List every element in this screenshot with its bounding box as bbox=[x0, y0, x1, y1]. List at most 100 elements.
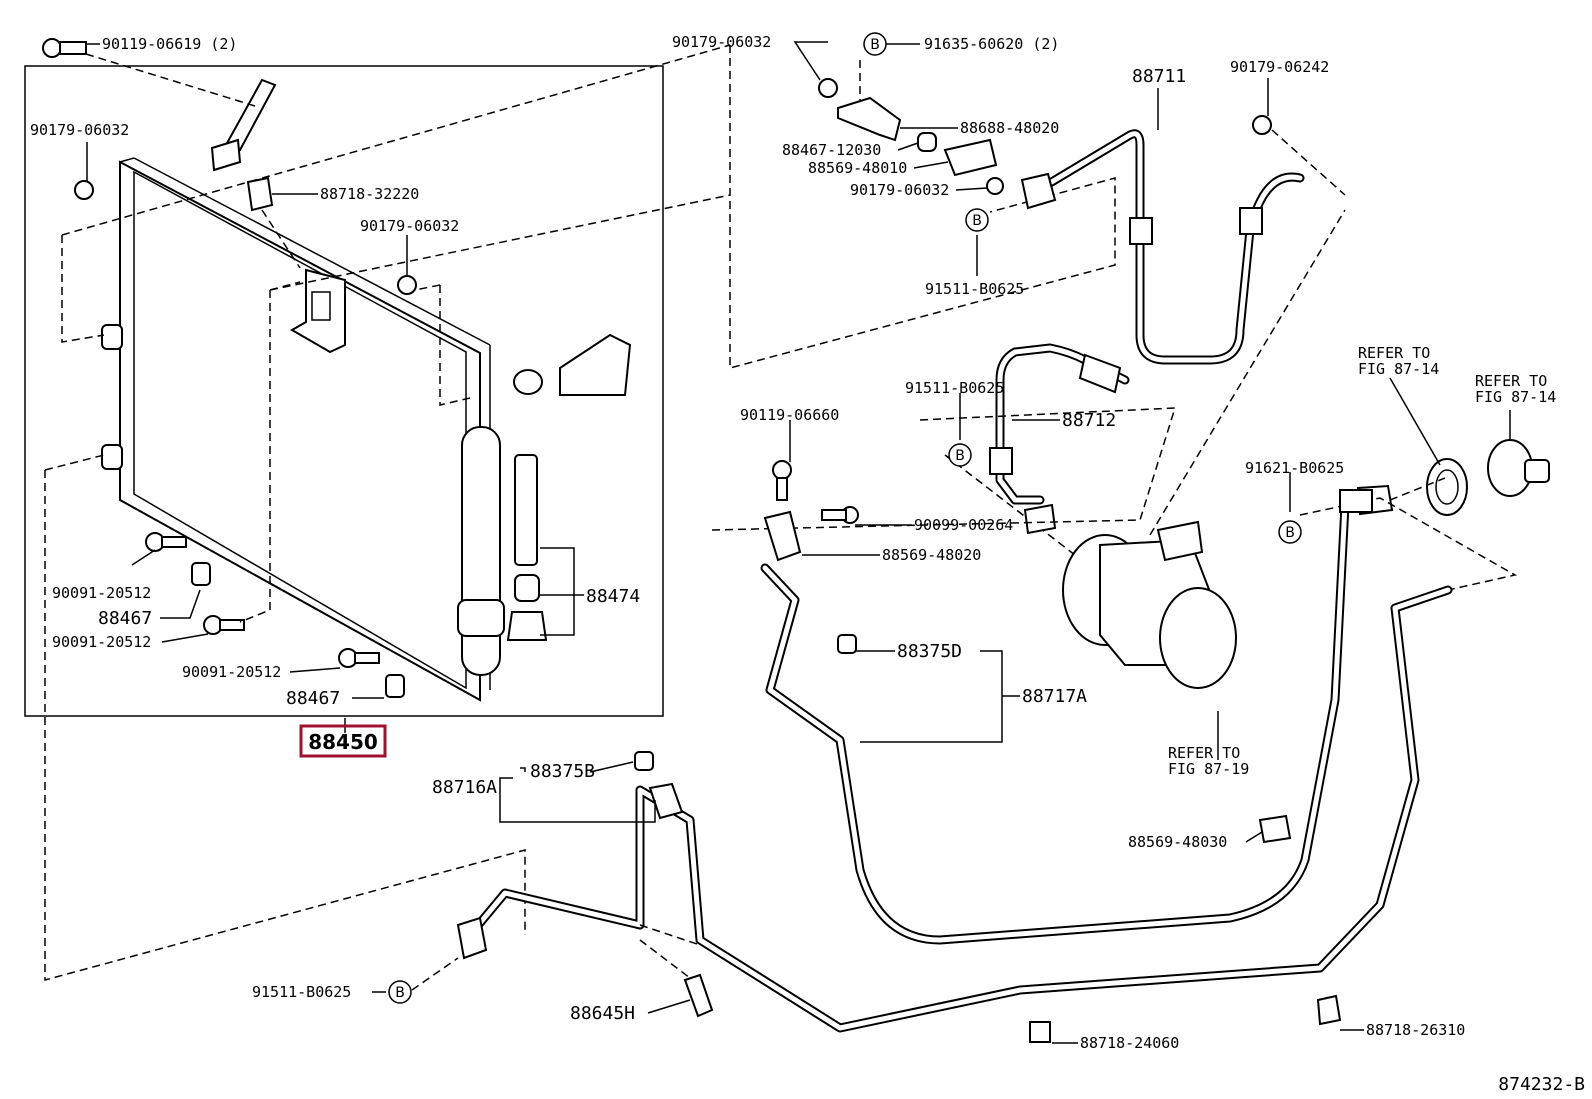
nut-90179-06032-d bbox=[986, 177, 1004, 195]
bolt-90091-20512-a bbox=[145, 532, 187, 552]
label-88569-48020: 88569-48020 bbox=[882, 546, 981, 564]
highlight-box-88450 bbox=[299, 724, 387, 758]
leader-90091-20512-a bbox=[131, 549, 156, 566]
condenser-top-rail bbox=[133, 157, 491, 346]
dash-90179-06242 bbox=[1271, 129, 1346, 196]
bolt-90091-20512-b bbox=[203, 615, 245, 635]
pipe-88717A-inner bbox=[762, 502, 1348, 943]
dash-left-frame-lower bbox=[44, 454, 105, 471]
compressor-group bbox=[1023, 503, 1237, 689]
pulley-87-14-hub bbox=[1524, 459, 1550, 483]
hose-88712-crimp bbox=[989, 447, 1013, 475]
condenser-mount-tab-upper bbox=[101, 324, 123, 350]
grommet-88467-12030 bbox=[917, 132, 937, 152]
hose-88711-end-fitting bbox=[1020, 172, 1057, 210]
leader-lines bbox=[86, 41, 1511, 1044]
cap-88375D bbox=[837, 634, 857, 654]
condenser-core bbox=[119, 160, 481, 702]
clip-88718-26310 bbox=[1316, 994, 1342, 1026]
fitting-91511-B0625-lower bbox=[456, 916, 488, 960]
label-88474: 88474 bbox=[586, 586, 640, 607]
bolt-90119-06619 bbox=[42, 38, 87, 58]
b-callout-3-text: B bbox=[955, 448, 965, 464]
desiccant-cap bbox=[514, 574, 540, 602]
condenser-top-edge bbox=[119, 157, 135, 163]
cap-88375B bbox=[634, 751, 654, 771]
condenser-assembly-frame bbox=[24, 65, 664, 717]
clutch-plate-87-14 bbox=[1426, 458, 1468, 516]
clamp-88569-48010 bbox=[943, 138, 998, 177]
leader-90179-06032-d bbox=[955, 187, 988, 191]
leader-88569-48010 bbox=[913, 161, 949, 169]
right-side-bracket bbox=[559, 333, 632, 396]
dash-top-to-right bbox=[269, 194, 731, 291]
leader-88467-a bbox=[160, 589, 201, 619]
b-callout-4-text: B bbox=[1285, 525, 1295, 541]
condenser-assembly-group bbox=[24, 38, 731, 981]
label-refer-8719-line2: FIG 87-19 bbox=[1168, 760, 1249, 778]
nut-90179-06032-a bbox=[74, 180, 94, 200]
hose-88712-inner bbox=[997, 345, 1128, 503]
bolt-90119-06660 bbox=[772, 460, 792, 501]
b-callout-3: B bbox=[948, 443, 972, 467]
dash-right-top bbox=[414, 284, 441, 291]
label-refer-8714-b-line2: FIG 87-14 bbox=[1475, 388, 1556, 406]
label-88688-48020: 88688-48020 bbox=[960, 119, 1059, 137]
hose-88711-outer bbox=[1025, 129, 1305, 365]
label-91511-B0625-b: 91511-B0625 bbox=[905, 379, 1004, 397]
label-88375D: 88375D bbox=[897, 641, 962, 662]
leader-88716A-tick bbox=[520, 767, 526, 772]
bolt-90099-00264 bbox=[821, 506, 859, 524]
b-callout-4: B bbox=[1278, 520, 1302, 544]
leader-90091-20512-b bbox=[161, 633, 209, 643]
b-callout-2-text: B bbox=[972, 213, 982, 229]
b-callout-5: B bbox=[388, 980, 412, 1004]
label-refer-8714-a-line1: REFER TO bbox=[1358, 344, 1430, 362]
label-88711: 88711 bbox=[1132, 66, 1186, 87]
label-refer-8714-b-line1: REFER TO bbox=[1475, 372, 1547, 390]
label-88718-26310: 88718-26310 bbox=[1366, 1021, 1465, 1039]
compressor-outlet-bracket bbox=[1023, 503, 1057, 535]
fitting-88716A-top bbox=[648, 782, 684, 820]
label-91511-B0625-a: 91511-B0625 bbox=[925, 280, 1024, 298]
b-callout-2: B bbox=[965, 208, 989, 232]
b-callout-1: B bbox=[863, 32, 887, 56]
condenser-top-bracket bbox=[289, 268, 346, 354]
b-callout-1-text: B bbox=[870, 37, 880, 53]
leader-refer-8714-a bbox=[1389, 377, 1441, 466]
label-refer-8719-line1: REFER TO bbox=[1168, 744, 1240, 762]
label-88717A: 88717A bbox=[1022, 686, 1087, 707]
sensor-88645H bbox=[683, 973, 714, 1018]
label-88450: 88450 bbox=[308, 730, 378, 754]
dash-center-vert bbox=[239, 290, 271, 623]
dash-clip bbox=[261, 209, 301, 269]
dash-upper-diag bbox=[61, 44, 731, 236]
label-90091-20512-c: 90091-20512 bbox=[182, 663, 281, 681]
collar-88467-a bbox=[191, 562, 211, 586]
label-91511-B0625-c: 91511-B0625 bbox=[252, 983, 351, 1001]
lower-lines-group bbox=[411, 460, 1453, 1043]
dash-91511-lower bbox=[411, 957, 459, 991]
dash-left-frame-upper bbox=[61, 235, 105, 343]
label-88569-48030: 88569-48030 bbox=[1128, 833, 1227, 851]
upper-left-bracket-foot bbox=[210, 138, 242, 172]
clip-88569-48030 bbox=[1258, 814, 1292, 844]
right-bracket-bushing bbox=[513, 369, 543, 395]
label-88718-24060: 88718-24060 bbox=[1080, 1034, 1179, 1052]
hose-88711-inner bbox=[1027, 131, 1303, 363]
receiver-dryer-band bbox=[457, 599, 505, 637]
leader-90179-06032-c bbox=[793, 41, 828, 81]
dash-right-switch-top bbox=[1389, 477, 1446, 501]
label-88375B: 88375B bbox=[530, 761, 595, 782]
leader-88467-12030 bbox=[897, 142, 919, 151]
compressor-head bbox=[1156, 520, 1204, 562]
label-88718-32220: 88718-32220 bbox=[320, 185, 419, 203]
label-88712: 88712 bbox=[1062, 410, 1116, 431]
clip-88718-24060 bbox=[1029, 1021, 1051, 1043]
dash-compressor-diag bbox=[944, 454, 1076, 556]
label-90179-06242: 90179-06242 bbox=[1230, 58, 1329, 76]
upper-left-bracket bbox=[224, 78, 277, 152]
label-refer-8714-a-line2: FIG 87-14 bbox=[1358, 360, 1439, 378]
leader-88375B bbox=[589, 761, 634, 773]
